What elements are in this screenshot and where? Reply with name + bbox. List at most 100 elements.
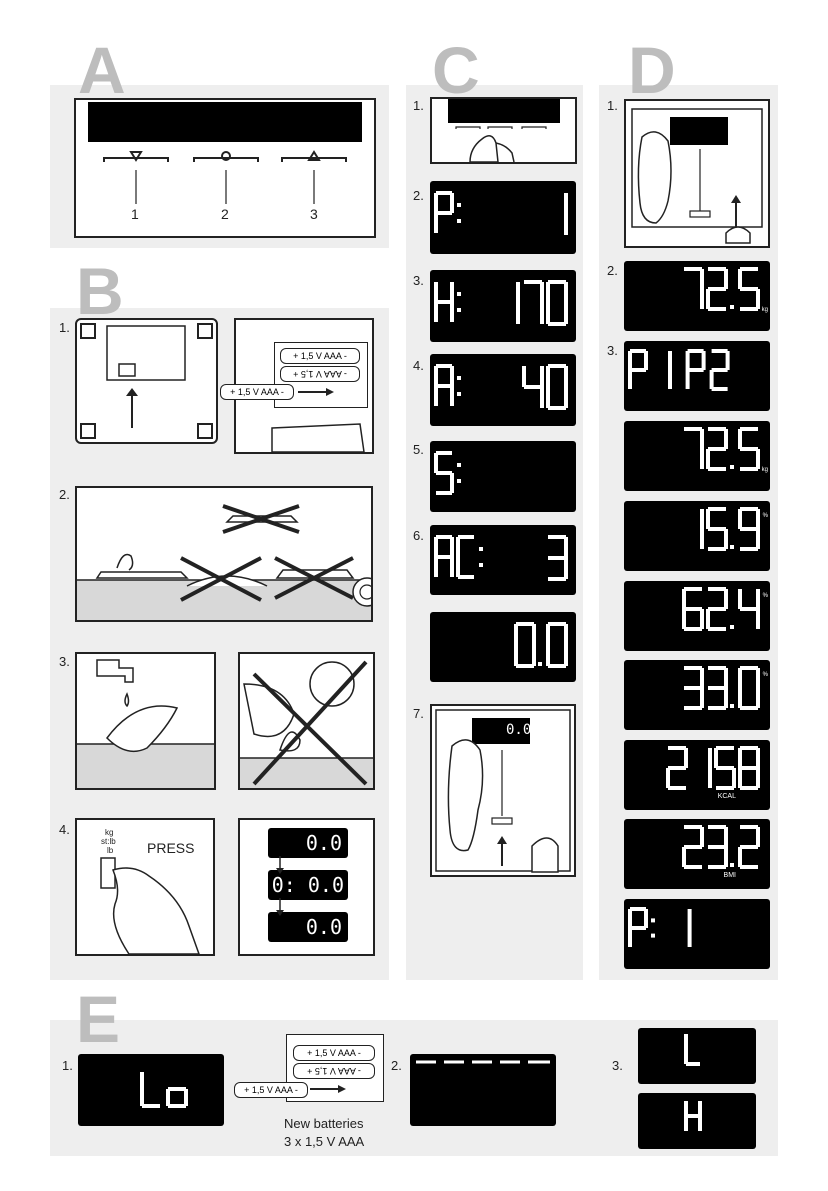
c-step-5: 5. bbox=[413, 442, 424, 457]
unit-switch-illustration: kg st:lb lb PRESS bbox=[75, 818, 215, 956]
c-display-left-1 bbox=[436, 282, 461, 322]
d-display-value-0 bbox=[684, 269, 758, 309]
e-step-2: 2. bbox=[391, 1058, 402, 1073]
d-step-2: 2. bbox=[607, 263, 618, 278]
d-unit-2: kg bbox=[762, 467, 768, 473]
d-display-value-3 bbox=[702, 509, 758, 549]
e-new-batteries-line2: 3 x 1,5 V AAA bbox=[284, 1134, 364, 1149]
d-unit-3: % bbox=[763, 513, 769, 519]
c-step-2: 2. bbox=[413, 188, 424, 203]
b-step-4: 4. bbox=[59, 822, 70, 837]
scale-bottom-illustration bbox=[75, 318, 218, 444]
c-step-7: 7. bbox=[413, 706, 424, 721]
c-scale-reading: 0.0 bbox=[506, 722, 531, 738]
d-display-value-4 bbox=[684, 589, 758, 629]
c-display-h bbox=[430, 270, 576, 342]
c-display-right-5 bbox=[516, 624, 566, 666]
d-display-value-2 bbox=[684, 429, 758, 469]
c-display-zero bbox=[430, 612, 576, 682]
battery-arrow-svg bbox=[236, 320, 372, 452]
placement-svg bbox=[77, 488, 371, 620]
e-l-value bbox=[686, 1034, 700, 1064]
placement-illustration bbox=[75, 486, 373, 622]
d-display-profile bbox=[624, 899, 770, 969]
d-unit-5: % bbox=[763, 672, 769, 678]
d-step-on-svg bbox=[626, 101, 768, 246]
c-step-on-svg bbox=[432, 706, 574, 875]
e-display-dashes bbox=[410, 1054, 556, 1126]
e-step-3: 3. bbox=[612, 1058, 623, 1073]
c-display-left-0 bbox=[436, 193, 461, 233]
water-svg bbox=[77, 654, 214, 788]
unit-arrows-svg bbox=[240, 820, 373, 954]
d-display-value-8 bbox=[630, 909, 690, 947]
e-battery-middle: - AAA V 1,5 + bbox=[293, 1063, 375, 1079]
d-display-value-6 bbox=[668, 748, 758, 788]
d-display-water: % bbox=[624, 581, 770, 651]
c-display-right-1 bbox=[518, 282, 566, 324]
d-display-users bbox=[624, 341, 770, 411]
e-step-1: 1. bbox=[62, 1058, 73, 1073]
d-unit-0: kg bbox=[762, 307, 768, 313]
c-button-press-illustration bbox=[430, 97, 577, 164]
c-display-left-4 bbox=[436, 537, 483, 577]
d-unit-7: BMI bbox=[724, 872, 737, 879]
e-display-lo bbox=[78, 1054, 224, 1126]
c-display-right-4 bbox=[548, 537, 566, 579]
button-3-label: 3 bbox=[310, 206, 318, 222]
e-battery-arrow bbox=[300, 1080, 350, 1100]
c-display-ac bbox=[430, 525, 576, 595]
press-hand-svg bbox=[77, 820, 213, 954]
c-step-1: 1. bbox=[413, 98, 424, 113]
c-display-a bbox=[430, 354, 576, 426]
e-display-l bbox=[638, 1028, 756, 1084]
d-display-weight: kg bbox=[624, 261, 770, 331]
e-dashes-svg bbox=[410, 1054, 556, 1126]
e-h-value bbox=[686, 1101, 700, 1131]
c-step-6: 6. bbox=[413, 528, 424, 543]
b-step-1: 1. bbox=[59, 320, 70, 335]
d-display-value-7 bbox=[684, 827, 758, 867]
d-display-muscle: % bbox=[624, 660, 770, 730]
b-step-2: 2. bbox=[59, 487, 70, 502]
section-e-letter: E bbox=[76, 986, 120, 1052]
d-display-value-1 bbox=[630, 351, 728, 389]
section-c-letter: C bbox=[432, 37, 480, 103]
d-unit-4: % bbox=[763, 593, 769, 599]
d-step-3: 3. bbox=[607, 343, 618, 358]
d-unit-6: KCAL bbox=[718, 793, 736, 800]
e-lo-value bbox=[142, 1072, 186, 1106]
c-step-4: 4. bbox=[413, 358, 424, 373]
c-display-s bbox=[430, 441, 576, 512]
d-display-fat: % bbox=[624, 501, 770, 571]
section-d-letter: D bbox=[628, 37, 676, 103]
b-step-3: 3. bbox=[59, 654, 70, 669]
d-display-kcal: KCAL bbox=[624, 740, 770, 810]
no-abrasive-illustration bbox=[238, 652, 375, 790]
e-battery-inserting: + 1,5 V AAA - bbox=[234, 1082, 308, 1098]
e-battery-top: + 1,5 V AAA - bbox=[293, 1045, 375, 1061]
c-display-p bbox=[430, 181, 576, 254]
c-display-left-3 bbox=[436, 453, 461, 493]
button-1-label: 1 bbox=[131, 206, 139, 222]
section-b-letter: B bbox=[76, 258, 124, 324]
c-display-right-2 bbox=[524, 366, 566, 408]
button-2-label: 2 bbox=[221, 206, 229, 222]
battery-insert-illustration: + 1,5 V AAA - - AAA V 1,5 + + 1,5 V AAA … bbox=[234, 318, 374, 454]
no-abrasive-svg bbox=[240, 654, 373, 788]
c-step-3: 3. bbox=[413, 273, 424, 288]
cleaning-water-illustration bbox=[75, 652, 216, 790]
scale-bottom-svg bbox=[77, 320, 216, 442]
d-step-on-illustration bbox=[624, 99, 770, 248]
section-a-letter: A bbox=[78, 37, 126, 103]
e-display-h bbox=[638, 1093, 756, 1149]
e-new-batteries-line1: New batteries bbox=[284, 1116, 363, 1131]
d-step-1: 1. bbox=[607, 98, 618, 113]
d-display-bmi: BMI bbox=[624, 819, 770, 889]
c-step-on-illustration: 0.0 bbox=[430, 704, 576, 877]
unit-displays-illustration: 0.0 0: 0.0 0.0 bbox=[238, 818, 375, 956]
scale-button-panel: 1 2 3 bbox=[74, 98, 376, 238]
d-display-value-5 bbox=[684, 668, 758, 708]
c-finger-svg bbox=[432, 99, 575, 162]
d-display-weight-2: kg bbox=[624, 421, 770, 491]
